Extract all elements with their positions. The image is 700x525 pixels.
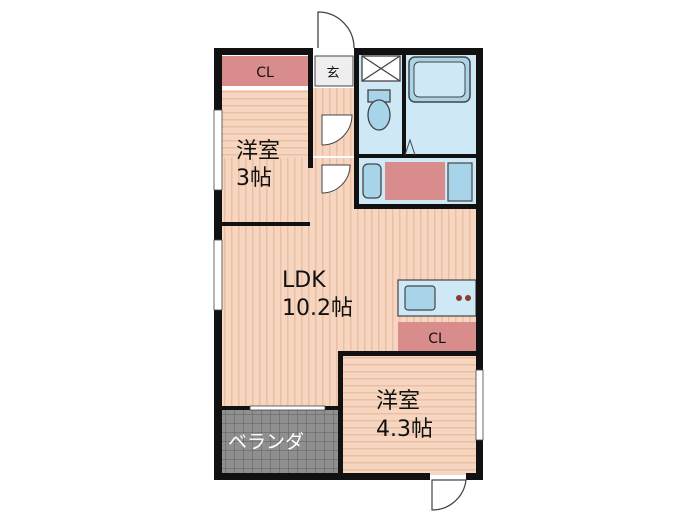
western-room-3-name: 洋室 bbox=[236, 139, 280, 164]
ldk-name: LDK bbox=[282, 268, 326, 293]
western-room-4-floor bbox=[342, 355, 476, 475]
washbasin bbox=[362, 163, 382, 199]
washroom-counter bbox=[385, 162, 445, 200]
window-left-room bbox=[213, 109, 223, 191]
western-room-3-size: 3帖 bbox=[236, 166, 272, 191]
washroom-door-mark bbox=[404, 138, 416, 156]
window-right-room bbox=[475, 369, 484, 441]
stove-burner bbox=[465, 295, 471, 301]
closet-right-label: CL bbox=[428, 331, 446, 347]
bottom-door-swing bbox=[431, 479, 467, 511]
entrance-step bbox=[314, 55, 354, 87]
kitchen-sink bbox=[404, 285, 436, 311]
balcony-label: ベランダ bbox=[228, 431, 304, 453]
ldk-size: 10.2帖 bbox=[282, 296, 353, 321]
shoe-box-cross bbox=[361, 55, 401, 82]
bathtub-inner bbox=[413, 61, 466, 98]
washing-machine-space bbox=[447, 162, 473, 202]
toilet-bowl bbox=[367, 99, 391, 131]
window-balcony bbox=[249, 405, 326, 411]
toilet-door-swing bbox=[321, 114, 353, 146]
western-room-4-size: 4.3帖 bbox=[376, 417, 433, 442]
stove-burner bbox=[456, 295, 462, 301]
western-room-4-name: 洋室 bbox=[376, 389, 420, 414]
entry-door-swing bbox=[317, 11, 355, 49]
window-ldk-left bbox=[213, 239, 223, 311]
room3-door-swing bbox=[321, 164, 351, 194]
balcony-area bbox=[220, 410, 340, 475]
closet-right bbox=[398, 322, 476, 352]
entrance-label: 玄 bbox=[326, 66, 339, 81]
closet-top bbox=[222, 56, 309, 86]
closet-top-label: CL bbox=[256, 65, 274, 81]
